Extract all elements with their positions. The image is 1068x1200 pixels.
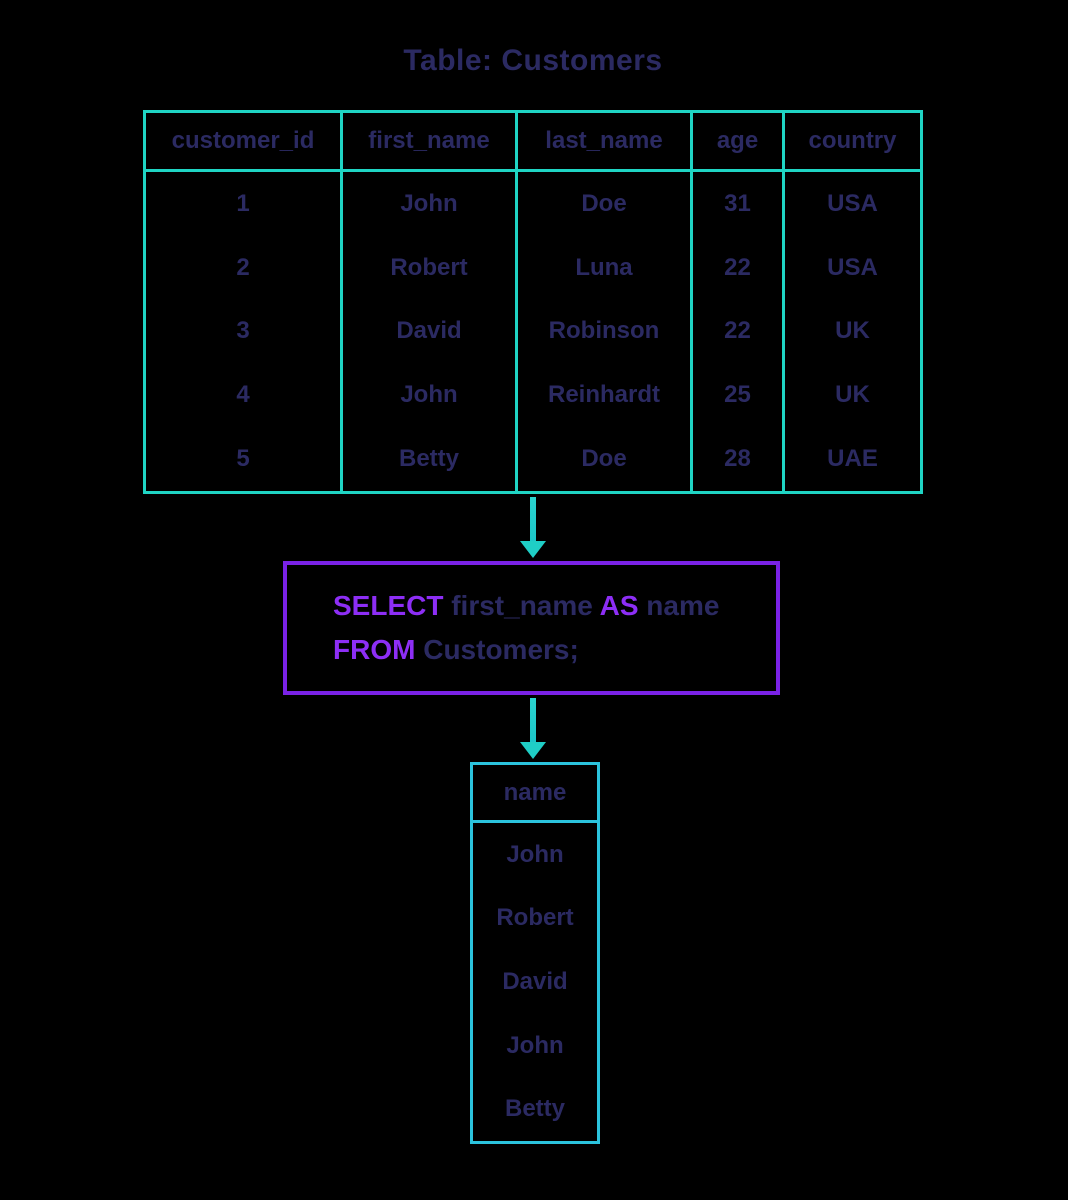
- table-cell: John: [400, 381, 458, 409]
- sql-query-box: SELECT first_name AS name FROM Customers…: [283, 561, 780, 695]
- arrow-down-icon: [519, 698, 547, 759]
- result-cell: Betty: [504, 1095, 565, 1123]
- customers-table: customer_id 1 2 3 4 5 first_name John Ro…: [143, 110, 923, 494]
- table-cell: John: [400, 189, 458, 217]
- result-table: name John Robert David John Betty: [470, 762, 600, 1144]
- table-cell: UK: [835, 381, 870, 409]
- sql-table-name: Customers;: [423, 634, 579, 665]
- table-cell: Doe: [581, 189, 627, 217]
- diagram-title: Table: Customers: [403, 44, 663, 77]
- result-cell: David: [502, 967, 568, 995]
- arrow-head: [520, 541, 546, 558]
- column-last-name: last_name Doe Luna Robinson Reinhardt Do…: [518, 113, 693, 491]
- arrow-head: [520, 742, 546, 759]
- sql-alias: name: [646, 590, 720, 621]
- column-first-name: first_name John Robert David John Betty: [343, 113, 518, 491]
- column-header: last_name: [518, 113, 690, 172]
- table-cell: UK: [835, 317, 870, 345]
- table-cell: Doe: [581, 445, 627, 473]
- column-customer-id: customer_id 1 2 3 4 5: [146, 113, 343, 491]
- column-age: age 31 22 22 25 28: [693, 113, 785, 491]
- column-header: age: [693, 113, 782, 172]
- sql-column-name: first_name: [451, 590, 600, 621]
- table-cell: 25: [724, 381, 751, 409]
- sql-keyword-from: FROM: [333, 634, 424, 665]
- sql-keyword-select: SELECT: [333, 590, 452, 621]
- table-cell: David: [396, 317, 462, 345]
- result-cell: Robert: [496, 904, 574, 932]
- table-cell: 31: [724, 189, 751, 217]
- result-cell: John: [506, 840, 564, 868]
- table-cell: Luna: [575, 253, 633, 281]
- sql-query-line-1: SELECT first_name AS name: [333, 584, 776, 628]
- column-header: first_name: [343, 113, 515, 172]
- table-cell: 5: [236, 445, 250, 473]
- sql-query-line-2: FROM Customers;: [333, 628, 776, 672]
- column-header: country: [785, 113, 920, 172]
- table-cell: USA: [827, 253, 878, 281]
- column-country: country USA USA UK UK UAE: [785, 113, 920, 491]
- sql-keyword-as: AS: [599, 590, 647, 621]
- table-cell: Reinhardt: [547, 381, 660, 409]
- table-cell: USA: [827, 189, 878, 217]
- arrow-line: [530, 497, 536, 541]
- result-column-header: name: [473, 765, 597, 823]
- table-cell: 4: [236, 381, 250, 409]
- table-cell: 1: [236, 189, 250, 217]
- table-cell: 22: [724, 253, 751, 281]
- table-cell: 3: [236, 317, 250, 345]
- table-cell: Robinson: [548, 317, 660, 345]
- table-cell: UAE: [827, 445, 878, 473]
- table-cell: 22: [724, 317, 751, 345]
- table-cell: 28: [724, 445, 751, 473]
- table-cell: 2: [236, 253, 250, 281]
- arrow-down-icon: [519, 497, 547, 558]
- table-cell: Betty: [398, 445, 459, 473]
- table-cell: Robert: [390, 253, 468, 281]
- arrow-line: [530, 698, 536, 742]
- column-header: customer_id: [146, 113, 340, 172]
- result-cell: John: [506, 1031, 564, 1059]
